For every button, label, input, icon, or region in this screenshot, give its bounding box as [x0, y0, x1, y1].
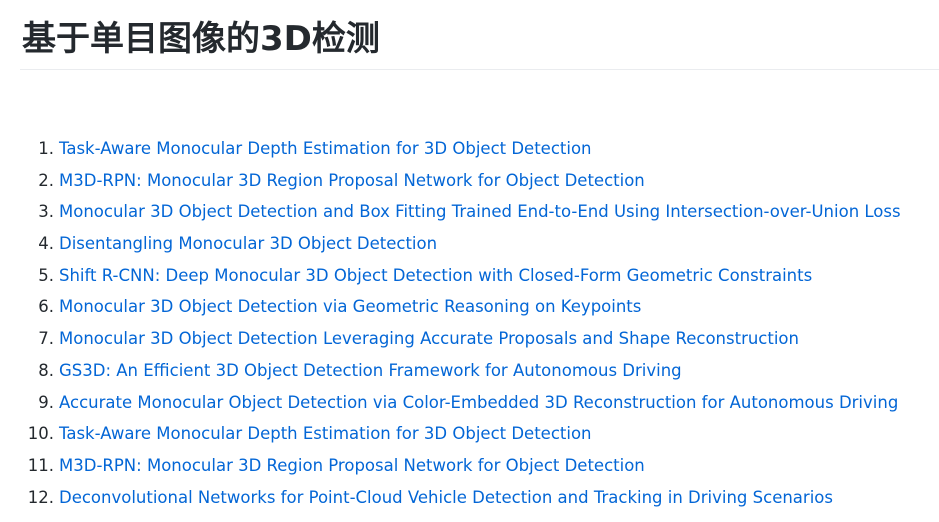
paper-link[interactable]: Shift R-CNN: Deep Monocular 3D Object De… [59, 265, 813, 285]
list-item-number: 4. [38, 234, 54, 254]
list-item-number: 6. [38, 297, 54, 317]
paper-link[interactable]: M3D-RPN: Monocular 3D Region Proposal Ne… [59, 455, 645, 475]
paper-link[interactable]: Deconvolutional Networks for Point-Cloud… [59, 487, 833, 507]
list-item-number: 8. [38, 360, 54, 380]
list-item-number: 11. [27, 455, 54, 475]
list-item-number: 7. [38, 329, 54, 349]
list-item-number: 5. [38, 265, 54, 285]
paper-link[interactable]: M3D-RPN: Monocular 3D Region Proposal Ne… [59, 170, 645, 190]
paper-link[interactable]: Monocular 3D Object Detection via Geomet… [59, 297, 642, 317]
paper-link[interactable]: Monocular 3D Object Detection Leveraging… [59, 329, 799, 349]
paper-link[interactable]: Task-Aware Monocular Depth Estimation fo… [59, 139, 592, 158]
paper-link[interactable]: Accurate Monocular Object Detection via … [59, 392, 899, 412]
paper-link[interactable]: Disentangling Monocular 3D Object Detect… [59, 234, 438, 254]
list-item-number: 10. [27, 424, 54, 444]
list-item-number: 3. [38, 202, 54, 222]
paper-link[interactable]: Task-Aware Monocular Depth Estimation fo… [59, 424, 592, 444]
heading-divider [20, 69, 939, 70]
list-item-number: 1. [38, 139, 54, 158]
list-item-number: 9. [38, 392, 54, 412]
list-item-number: 2. [38, 170, 54, 190]
paper-link[interactable]: Monocular 3D Object Detection and Box Fi… [59, 202, 901, 222]
paper-link[interactable]: GS3D: An Efficient 3D Object Detection F… [59, 360, 682, 380]
list-item-number: 12. [27, 487, 54, 507]
page-title: 基于单目图像的3D检测 [22, 19, 380, 59]
